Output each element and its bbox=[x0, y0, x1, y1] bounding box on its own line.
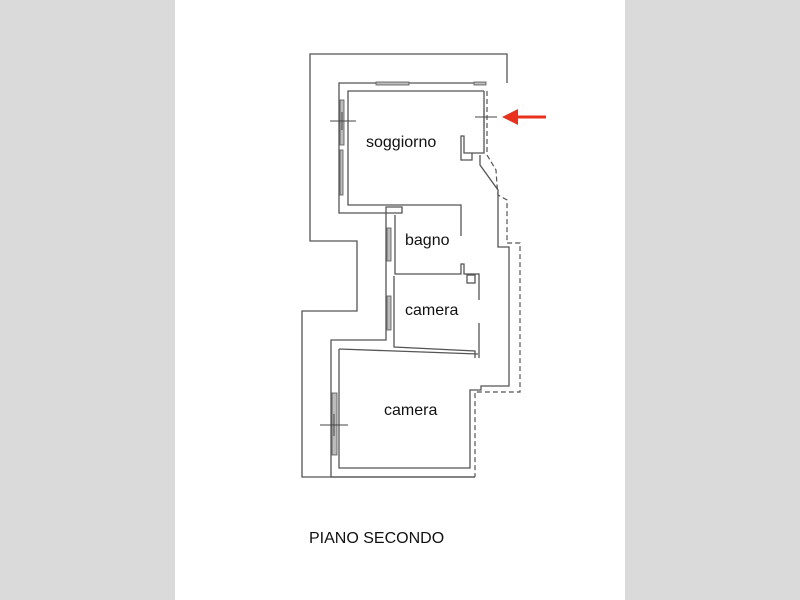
window bbox=[375, 81, 410, 86]
camera-large-inner bbox=[338, 155, 510, 469]
camera-large-wall bbox=[338, 348, 479, 355]
room-label-bagno: bagno bbox=[405, 232, 450, 249]
window bbox=[386, 227, 392, 262]
entrance-arrow-icon bbox=[502, 109, 546, 125]
room-label-camera-small: camera bbox=[405, 302, 459, 319]
apartment-wall-outer bbox=[330, 82, 486, 478]
window bbox=[386, 295, 392, 331]
cross-marks bbox=[320, 110, 497, 436]
room-label-camera-large: camera bbox=[384, 402, 438, 419]
shaft bbox=[466, 274, 476, 284]
floor-title: PIANO SECONDO bbox=[309, 530, 445, 547]
soggiorno-right-wall bbox=[460, 91, 485, 161]
bagno-wall bbox=[394, 215, 480, 300]
room-label-soggiorno: soggiorno bbox=[366, 134, 437, 151]
outer-boundary bbox=[301, 53, 508, 478]
balcony-outline bbox=[474, 91, 521, 477]
drawing-sheet bbox=[175, 0, 625, 600]
window bbox=[339, 149, 344, 196]
soggiorno-wall bbox=[347, 90, 484, 236]
window bbox=[473, 81, 487, 86]
